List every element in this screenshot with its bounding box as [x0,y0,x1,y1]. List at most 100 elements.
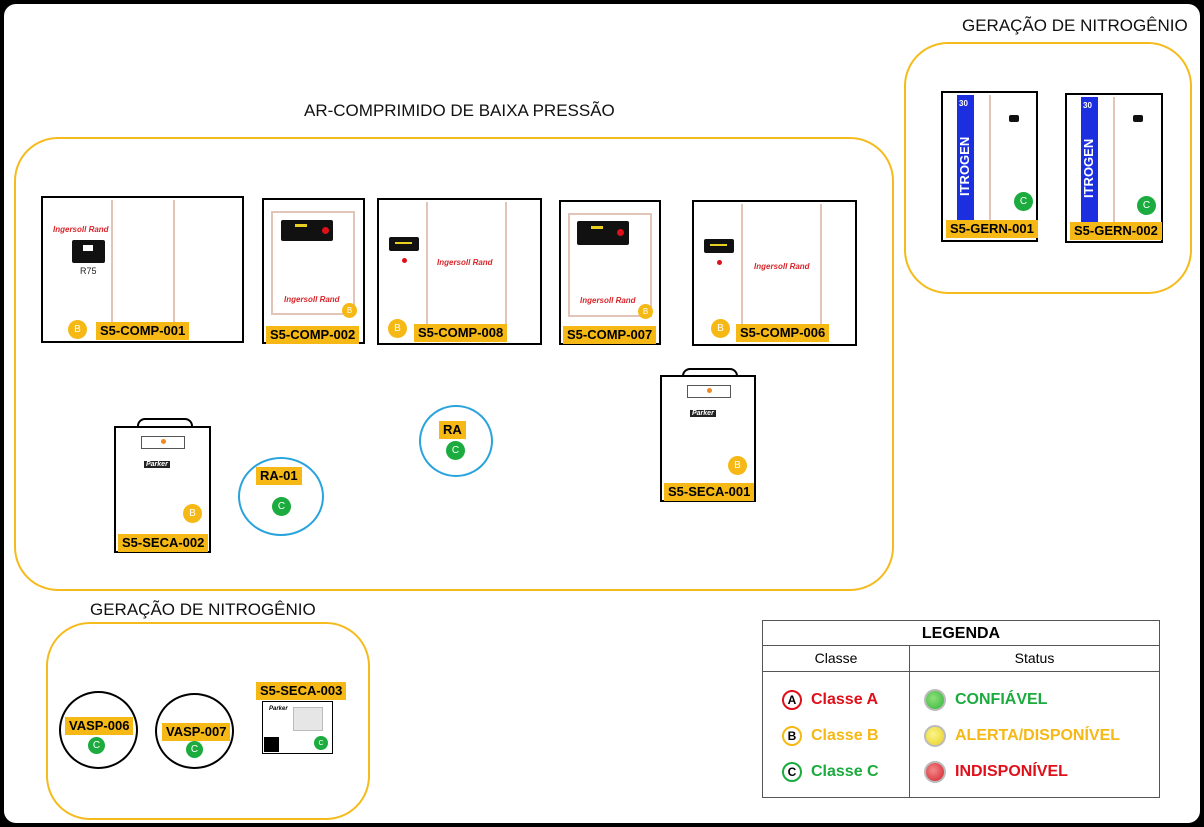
class-c-label: Classe C [811,763,879,780]
zone-title-ar-comprimido: AR-COMPRIMIDO DE BAIXA PRESSÃO [304,101,615,120]
equipment-tag: S5-COMP-006 [736,324,830,342]
class-badge: C [1014,192,1033,211]
legend-divider [763,671,1159,672]
panel-frame [271,211,355,315]
equipment-tag: S5-SECA-001 [664,483,755,501]
class-badge: C [88,737,105,754]
legend-divider [763,645,1159,646]
panel-frame [568,213,652,317]
reservoir-ra-01[interactable]: RA-01 C [238,457,324,536]
parker-logo: Parker [144,461,170,468]
ingersoll-rand-logo: Ingersoll Rand [754,262,810,271]
class-badge: B [728,456,747,475]
panel-seam [989,95,991,223]
class-b-icon: B [782,726,802,746]
model-label: R75 [80,266,97,276]
ingersoll-rand-logo: Ingersoll Rand [53,225,109,234]
class-badge: B [68,320,87,339]
equipment-tag: S5-GERN-001 [946,220,1038,238]
zone-geracao-nitrogenio-bottom [46,622,370,820]
control-panel-icon [72,240,105,263]
status-alerta-led-icon [924,725,946,747]
equipment-tag: S5-COMP-008 [414,324,508,342]
compressor-comp-001[interactable]: Ingersoll Rand R75 B S5-COMP-001 [41,196,244,343]
equipment-tag: VASP-007 [162,723,231,741]
indicator-icon [1133,115,1143,122]
ingersoll-rand-logo: Ingersoll Rand [580,296,636,305]
legend-title: LEGENDA [921,625,1001,642]
control-panel-icon [577,221,629,245]
compressor-comp-002[interactable]: Ingersoll Rand B S5-COMP-002 [262,198,365,344]
nitrogen-generator-gern-002[interactable]: 30 ITROGEN C S5-GERN-002 [1065,93,1163,243]
status-led-icon [717,260,722,265]
legend-col-status: Status [1014,650,1055,666]
control-panel-icon [389,237,419,251]
zone-ar-comprimido [14,137,894,591]
parker-logo: Parker [690,410,716,417]
status-alerta-label: ALERTA/DISPONÍVEL [955,727,1121,744]
class-badge: B [638,304,653,319]
nitrogen-label: ITROGEN [957,136,972,196]
vessel-vasp-006[interactable]: VASP-006 C [59,691,138,769]
dryer-display-icon [141,436,185,449]
status-indisponivel-label: INDISPONÍVEL [955,763,1068,780]
dryer-panel [293,707,323,731]
reservoir-ra[interactable]: RA C [419,405,493,477]
class-badge: C [1137,196,1156,215]
vessel-vasp-007[interactable]: VASP-007 C [155,693,234,769]
status-confiavel-led-icon [924,689,946,711]
column-number: 30 [959,99,968,108]
equipment-tag: RA [439,421,466,439]
dryer-seca-003[interactable]: Parker C [262,701,333,754]
nitrogen-column: 30 ITROGEN [957,95,974,223]
equipment-tag: S5-COMP-001 [96,322,190,340]
zone-title-geracao-bottom: GERAÇÃO DE NITROGÊNIO [90,600,316,619]
nitrogen-generator-gern-001[interactable]: 30 ITROGEN C S5-GERN-001 [941,91,1038,242]
class-badge: C [446,441,465,460]
class-badge: B [711,319,730,338]
status-confiavel-label: CONFIÁVEL [955,691,1048,708]
parker-logo: Parker [269,706,288,712]
panel-seam [820,204,822,334]
class-badge: B [388,319,407,338]
class-badge: C [272,497,291,516]
compressor-comp-007[interactable]: Ingersoll Rand B S5-COMP-007 [559,200,661,345]
nitrogen-column: 30 ITROGEN [1081,97,1098,225]
ingersoll-rand-logo: Ingersoll Rand [284,295,340,304]
dryer-seca-001[interactable]: Parker B S5-SECA-001 [660,375,756,502]
equipment-tag: VASP-006 [65,717,134,735]
equipment-tag: S5-SECA-002 [118,534,209,552]
compressor-comp-006[interactable]: Ingersoll Rand B S5-COMP-006 [692,200,857,346]
panel-seam [505,202,507,332]
class-badge: B [183,504,202,523]
equipment-tag: S5-GERN-002 [1070,222,1162,240]
zone-title-geracao-top: GERAÇÃO DE NITROGÊNIO [962,16,1188,35]
dryer-display-icon [687,385,731,398]
compressor-comp-008[interactable]: Ingersoll Rand B S5-COMP-008 [377,198,542,345]
dryer-base-block [264,737,279,752]
indicator-icon [1009,115,1019,122]
control-panel-icon [704,239,734,253]
equipment-tag: RA-01 [256,467,302,485]
panel-seam [111,200,113,330]
panel-seam [741,204,743,334]
zone-geracao-nitrogenio-top [904,42,1192,294]
dryer-seca-002[interactable]: Parker B S5-SECA-002 [114,426,211,553]
class-badge: C [314,736,328,750]
class-a-label: Classe A [811,691,878,708]
status-led-icon [402,258,407,263]
control-panel-icon [281,220,333,241]
nitrogen-label: ITROGEN [1081,138,1096,198]
ingersoll-rand-logo: Ingersoll Rand [437,258,493,267]
status-indisponivel-led-icon [924,761,946,783]
legend-col-classe: Classe [814,650,858,666]
panel-seam [173,200,175,330]
column-number: 30 [1083,101,1092,110]
equipment-tag-seca-003: S5-SECA-003 [256,682,347,700]
legend-divider-vertical [909,646,910,797]
equipment-tag: S5-COMP-007 [563,326,657,344]
class-c-icon: C [782,762,802,782]
class-b-label: Classe B [811,727,879,744]
class-badge: B [342,303,357,318]
